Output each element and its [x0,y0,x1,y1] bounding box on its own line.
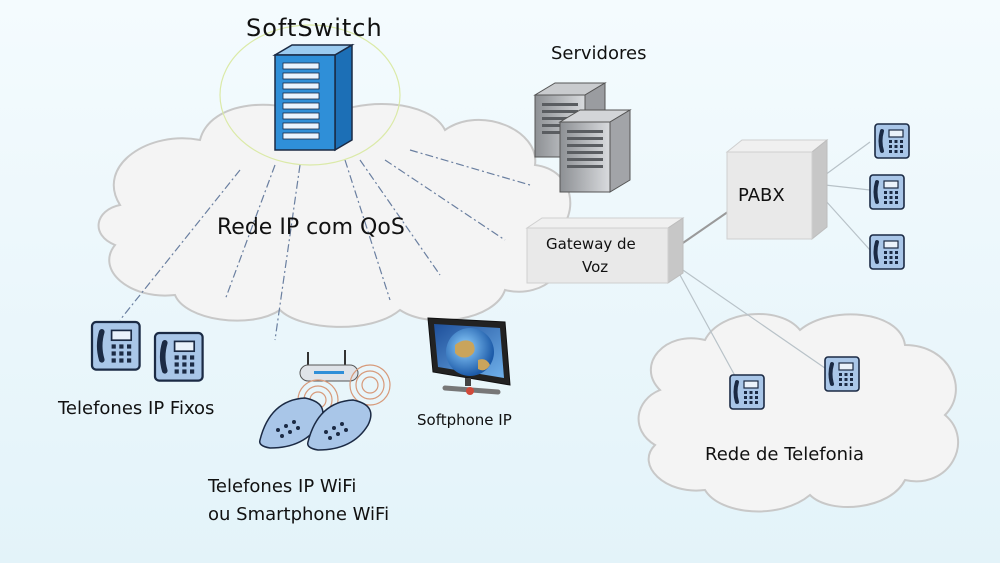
wifi-phones-label-line2: ou Smartphone WiFi [208,504,390,525]
softphone-monitor-icon [427,317,511,395]
pabx-phone-icon [868,233,906,271]
wifi-phone-icon [306,399,372,451]
pabx-phone-icon [868,173,906,211]
telephony-links [679,141,871,386]
wifi-phones-label-line1: Telefones IP WiFi [208,476,357,497]
gateway-box [525,217,685,284]
servers-icon [533,82,632,193]
fixed-phone-icon [155,333,203,381]
softswitch-label: SoftSwitch [246,14,383,42]
pabx-label: PABX [738,185,785,206]
fixed-phone-icon [92,322,140,370]
wifi-router-icon [299,350,359,382]
softphone-label: Softphone IP [417,411,512,429]
telephony-phone-icon [823,355,861,393]
servers-label: Servidores [551,43,647,64]
pabx-phone-icon [873,122,911,160]
softswitch-links [119,149,531,341]
fixed-phones-label: Telefones IP Fixos [58,398,215,419]
ip-network-label: Rede IP com QoS [217,215,405,240]
gateway-label-line2: Voz [582,258,609,276]
pabx-box [725,138,829,241]
telephony-phone-icon [728,373,766,411]
softswitch-icon [219,24,401,166]
gateway-label-line1: Gateway de [546,235,636,253]
telephony-network-label: Rede de Telefonia [705,444,865,465]
